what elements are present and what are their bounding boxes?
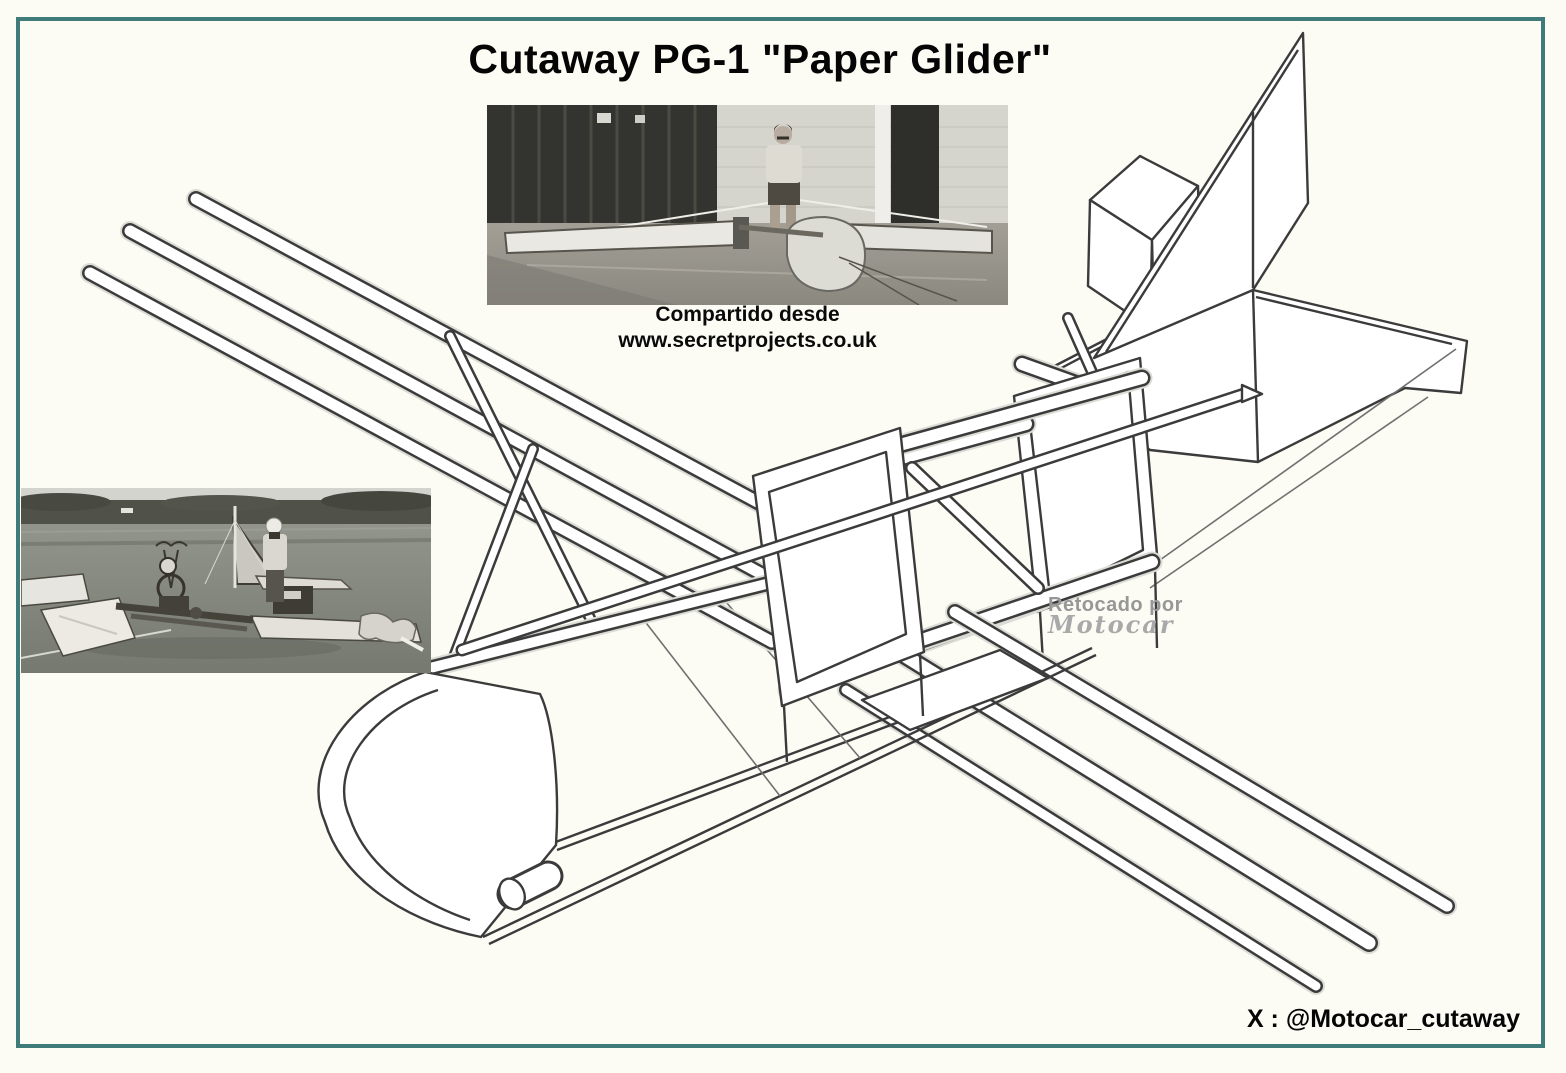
caption-line2: www.secretprojects.co.uk (618, 329, 877, 352)
rear-boom-tubes (837, 602, 1457, 995)
glider-wings-left (21, 573, 424, 657)
wing-root-pod (317, 670, 564, 939)
caption-line1: Compartido desde (655, 303, 840, 326)
photographer-figure (263, 517, 287, 602)
watermark-line1: Retocado por (1048, 594, 1183, 616)
top-photo (487, 105, 1008, 305)
glider-wings (503, 215, 993, 293)
left-photo (21, 488, 431, 673)
front-former (751, 426, 926, 763)
tail-fin (1092, 31, 1310, 360)
source-caption: Compartido desde www.secretprojects.co.u… (487, 302, 1008, 354)
watermark-line2: Motocar (1048, 610, 1175, 639)
downpipe (875, 105, 890, 225)
page-title: Cutaway PG-1 "Paper Glider" (468, 36, 1052, 82)
floor-plate (860, 648, 1050, 732)
bracing-wires (1149, 348, 1457, 589)
footer-credit: X : @Motocar_cutaway (1246, 1005, 1520, 1033)
dark-doorway (891, 105, 939, 223)
pilot-figure (766, 124, 802, 233)
watermark: Retocado por Motocar (1048, 594, 1183, 639)
control-tube (455, 383, 1264, 657)
